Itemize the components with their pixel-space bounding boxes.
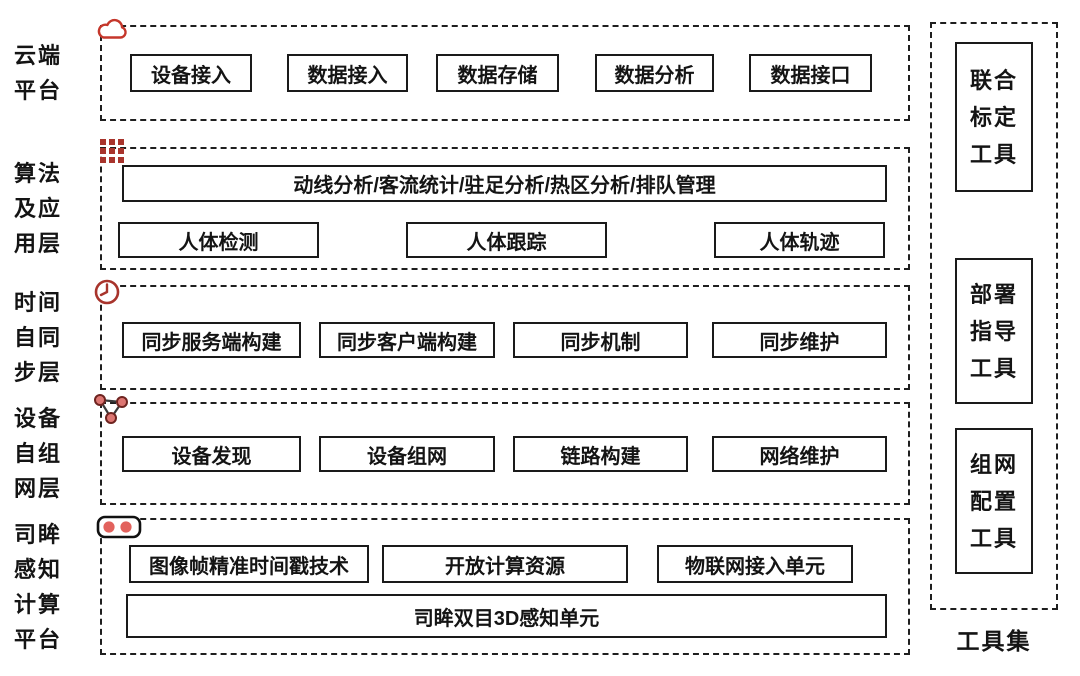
layer-algorithm-app: 动线分析/客流统计/驻足分析/热区分析/排队管理 人体检测 人体跟踪 人体轨迹 [100,147,910,270]
box-analytics-functions: 动线分析/客流统计/驻足分析/热区分析/排队管理 [122,165,887,202]
box-human-detection: 人体检测 [118,222,319,258]
box-network-maintenance: 网络维护 [712,436,887,472]
box-iot-access-unit: 物联网接入单元 [657,545,853,583]
box-device-discovery: 设备发现 [122,436,301,472]
box-device-networking: 设备组网 [319,436,495,472]
layer-device-network: 设备发现 设备组网 链路构建 网络维护 [100,402,910,505]
toolset-panel: 联合 标定 工具 部署 指导 工具 组网 配置 工具 [930,22,1058,610]
box-human-trajectory: 人体轨迹 [714,222,885,258]
box-data-access: 数据接入 [287,54,408,92]
box-data-analysis: 数据分析 [595,54,714,92]
layer-label-algorithm-app: 算法 及应 用层 [14,161,63,256]
layer-cloud-platform: 设备接入 数据接入 数据存储 数据分析 数据接口 [100,25,910,121]
toolset-caption: 工具集 [956,628,1032,654]
box-data-storage: 数据存储 [436,54,559,92]
clock-icon [94,279,120,305]
layer-perception-platform: 图像帧精准时间戳技术 开放计算资源 物联网接入单元 司眸双目3D感知单元 [100,518,910,655]
layer-label-cloud-platform: 云端 平台 [14,43,63,103]
box-human-tracking: 人体跟踪 [406,222,607,258]
layer-label-time-sync: 时间 自同 步层 [14,290,63,385]
box-sync-client-build: 同步客户端构建 [319,322,495,358]
box-link-construction: 链路构建 [513,436,688,472]
network-icon [94,394,128,424]
box-data-interface: 数据接口 [749,54,872,92]
box-stereo-3d-perception-unit: 司眸双目3D感知单元 [126,594,887,638]
grid-dots-icon [100,139,124,163]
box-image-frame-timestamp: 图像帧精准时间戳技术 [129,545,369,583]
layer-label-device-network: 设备 自组 网层 [14,406,63,501]
layer-time-sync: 同步服务端构建 同步客户端构建 同步机制 同步维护 [100,285,910,390]
box-sync-mechanism: 同步机制 [513,322,688,358]
box-device-access: 设备接入 [130,54,252,92]
tool-box-deployment-guide: 部署 指导 工具 [955,258,1033,404]
box-sync-server-build: 同步服务端构建 [122,322,301,358]
tool-box-joint-calibration: 联合 标定 工具 [955,42,1033,192]
layer-label-perception-platform: 司眸 感知 计算 平台 [14,522,63,652]
box-sync-maintenance: 同步维护 [712,322,887,358]
box-open-computing-resources: 开放计算资源 [382,545,628,583]
stereo-camera-icon [96,515,142,539]
cloud-icon [97,18,127,39]
tool-box-network-config: 组网 配置 工具 [955,428,1033,574]
